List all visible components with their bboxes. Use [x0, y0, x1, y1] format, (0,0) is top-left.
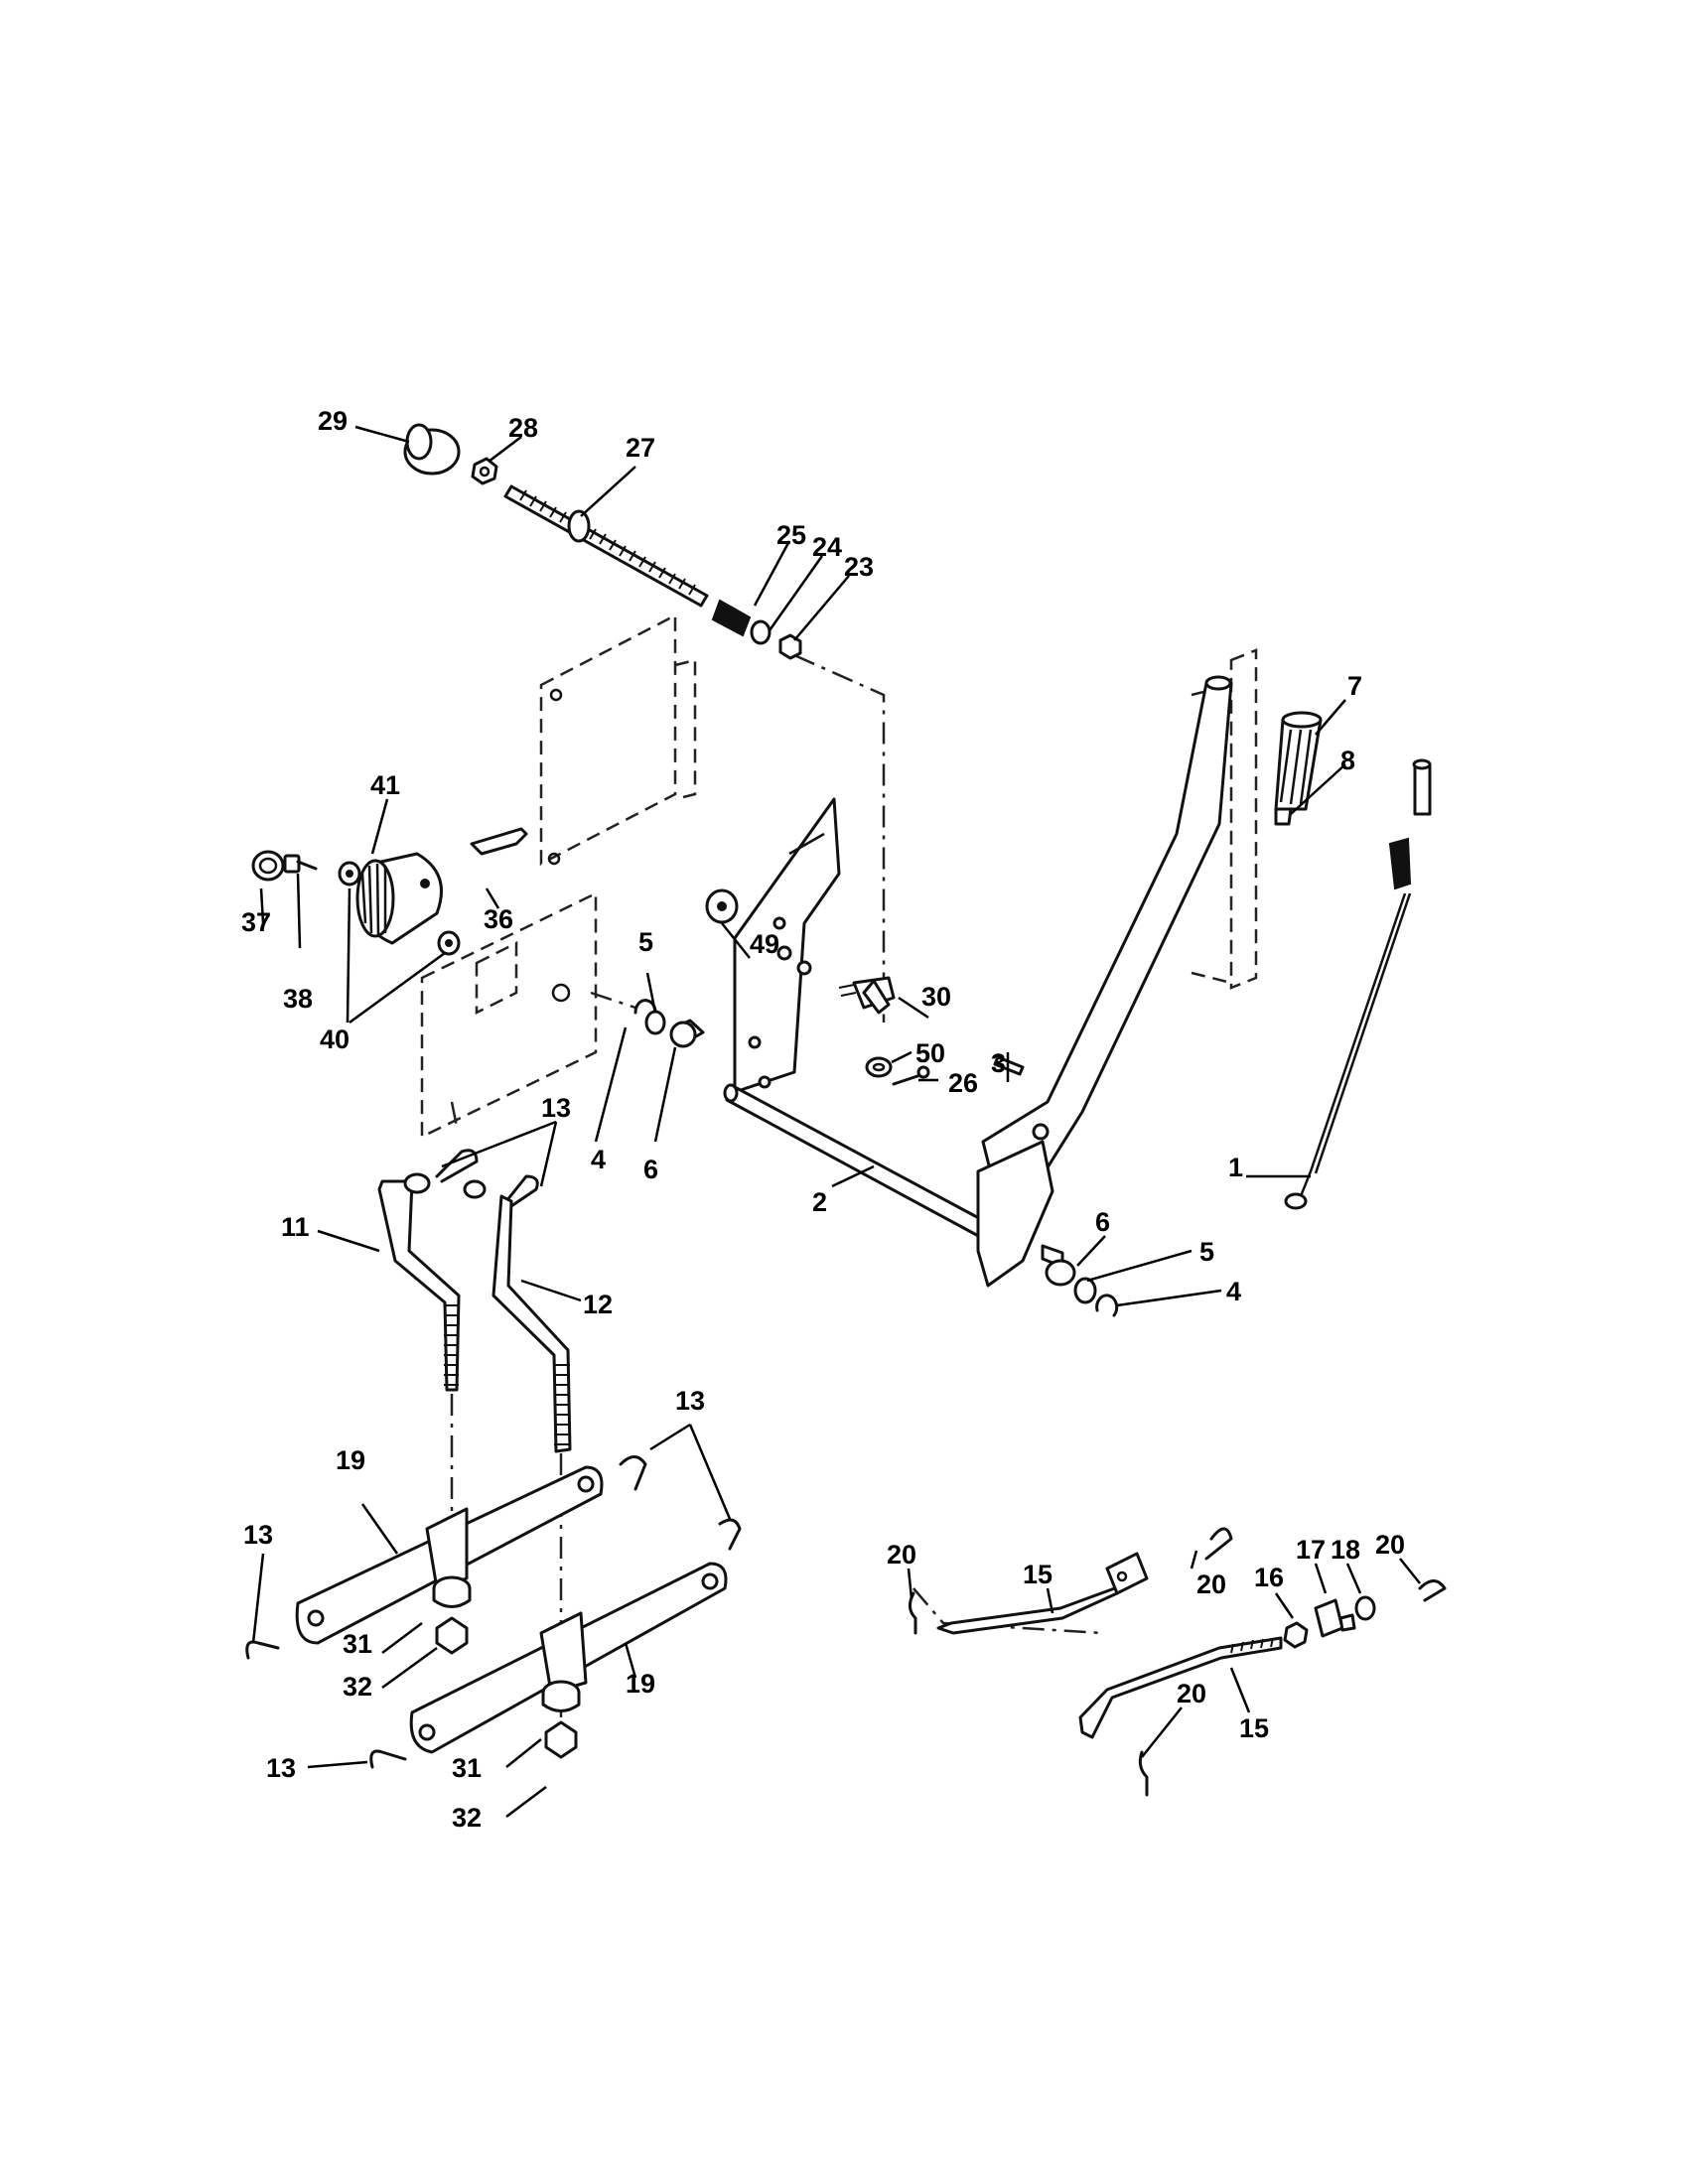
- lift-link-part-12: [463, 1179, 572, 1453]
- lift-arm-part-19-lower: [409, 1562, 728, 1754]
- clip-part-13-low-left: [245, 1640, 280, 1660]
- link-rod-part-15-upper: [936, 1552, 1149, 1635]
- callout-20-lower: 20: [1177, 1679, 1206, 1708]
- retaining-ring-part-6-right: [1041, 1244, 1076, 1287]
- bushing-part-6-left: [669, 1019, 705, 1048]
- callout-20-right: 20: [1375, 1530, 1405, 1560]
- callout-5-right: 5: [1199, 1237, 1214, 1267]
- washer-part-5-right: [1073, 1277, 1097, 1304]
- callout-25: 25: [776, 520, 806, 550]
- spacer-part-31-lower: [541, 1680, 581, 1712]
- lift-lever-part-lever: [976, 675, 1233, 1288]
- lift-link-part-11: [377, 1172, 461, 1392]
- callout-37: 37: [241, 907, 271, 937]
- callout-36: 36: [484, 904, 513, 934]
- frame-panel-lower: [420, 891, 598, 1139]
- callout-13-mid: 13: [675, 1386, 705, 1416]
- callout-12: 12: [583, 1290, 613, 1319]
- spacer-part-31-upper: [432, 1575, 472, 1608]
- nut-part-32-upper: [435, 1616, 469, 1655]
- callout-13-bottom: 13: [266, 1753, 296, 1783]
- clip-part-36: [470, 827, 528, 856]
- washer-part-50: [865, 1056, 893, 1078]
- retaining-ring-part-4-right: [1095, 1294, 1119, 1317]
- callout-38: 38: [283, 984, 313, 1014]
- callout-13-left: 13: [243, 1520, 273, 1550]
- callout-20-left: 20: [887, 1540, 916, 1570]
- callout-27: 27: [626, 433, 655, 463]
- nut-part-16: [1283, 1621, 1309, 1649]
- callout-2: 2: [812, 1187, 827, 1217]
- callout-3: 3: [991, 1048, 1006, 1078]
- lift-arm-part-19-upper: [295, 1465, 604, 1645]
- spring-part-25: [711, 599, 752, 637]
- callout-30: 30: [921, 982, 951, 1012]
- callout-29: 29: [318, 406, 348, 436]
- trunnion-part-30: [838, 976, 896, 1015]
- callout-18: 18: [1331, 1535, 1360, 1565]
- callout-19-upper: 19: [336, 1445, 365, 1475]
- cross-shaft-part-2: [723, 1083, 1005, 1247]
- clip-part-13-upper-left: [435, 1149, 479, 1183]
- grip-part-7: [1274, 711, 1323, 811]
- frame-panel-upper: [539, 613, 697, 867]
- washer-part-24: [750, 619, 772, 645]
- gauge-wheel-part-41: [355, 852, 443, 945]
- clip-part-20-set: [909, 1527, 1447, 1797]
- washer-part-49: [705, 888, 739, 924]
- callout-31-upper: 31: [343, 1629, 372, 1659]
- nut-part-23: [778, 633, 802, 660]
- callout-labels: 29 28 27 25 24 23 41 7 8 37 38 40 36 49 …: [241, 406, 1405, 1833]
- clip-part-13-mid-right: [718, 1518, 742, 1551]
- callout-leader-lines: [251, 425, 1421, 1818]
- trunnion-part-17: [1314, 1598, 1356, 1638]
- callout-8: 8: [1340, 746, 1355, 775]
- clip-part-13-mid-left: [619, 1455, 647, 1491]
- callout-40: 40: [320, 1024, 350, 1054]
- callout-26: 26: [948, 1068, 978, 1098]
- callout-16: 16: [1254, 1563, 1284, 1592]
- callout-15-upper: 15: [1023, 1560, 1052, 1589]
- nut-part-32-lower: [544, 1720, 578, 1759]
- link-rod-part-15-lower: [1078, 1636, 1283, 1739]
- callout-4-left: 4: [591, 1145, 606, 1174]
- cable-part-1: [1284, 758, 1432, 1210]
- callout-20-upper: 20: [1196, 1570, 1226, 1599]
- callout-7: 7: [1347, 671, 1362, 701]
- callout-19-lower: 19: [626, 1669, 655, 1699]
- callout-13-top: 13: [541, 1093, 571, 1123]
- callout-41: 41: [370, 770, 400, 800]
- callout-31-lower: 31: [452, 1753, 482, 1783]
- screw-part-38: [283, 854, 318, 874]
- callout-1: 1: [1228, 1153, 1243, 1182]
- callout-32-lower: 32: [452, 1803, 482, 1833]
- callout-4-right: 4: [1226, 1277, 1241, 1306]
- clip-part-13-bottom: [369, 1749, 407, 1769]
- callout-5-left: 5: [638, 927, 653, 957]
- callout-50: 50: [915, 1038, 945, 1068]
- washer-part-18: [1354, 1595, 1376, 1621]
- callout-15-lower: 15: [1239, 1713, 1269, 1743]
- clip-part-13-upper-right: [504, 1174, 539, 1208]
- callout-28: 28: [508, 413, 538, 443]
- callout-32-upper: 32: [343, 1672, 372, 1702]
- callout-24: 24: [812, 532, 842, 562]
- callout-6-right: 6: [1095, 1207, 1110, 1237]
- callout-11: 11: [281, 1212, 310, 1242]
- callout-17: 17: [1296, 1535, 1326, 1565]
- ferrule-part-8: [1274, 807, 1293, 826]
- nut-part-28: [471, 457, 498, 485]
- washer-part-40-upper: [338, 861, 361, 887]
- plug-part-37: [251, 850, 285, 882]
- callout-6-left: 6: [643, 1155, 658, 1184]
- pin-part-26: [892, 1065, 930, 1086]
- washer-part-5-left: [644, 1010, 666, 1035]
- callout-49: 49: [750, 929, 779, 959]
- adjustment-rod-part-27: [503, 484, 709, 608]
- callout-23: 23: [844, 552, 874, 582]
- washer-part-40-lower: [437, 930, 461, 956]
- knob-part-29: [403, 423, 461, 476]
